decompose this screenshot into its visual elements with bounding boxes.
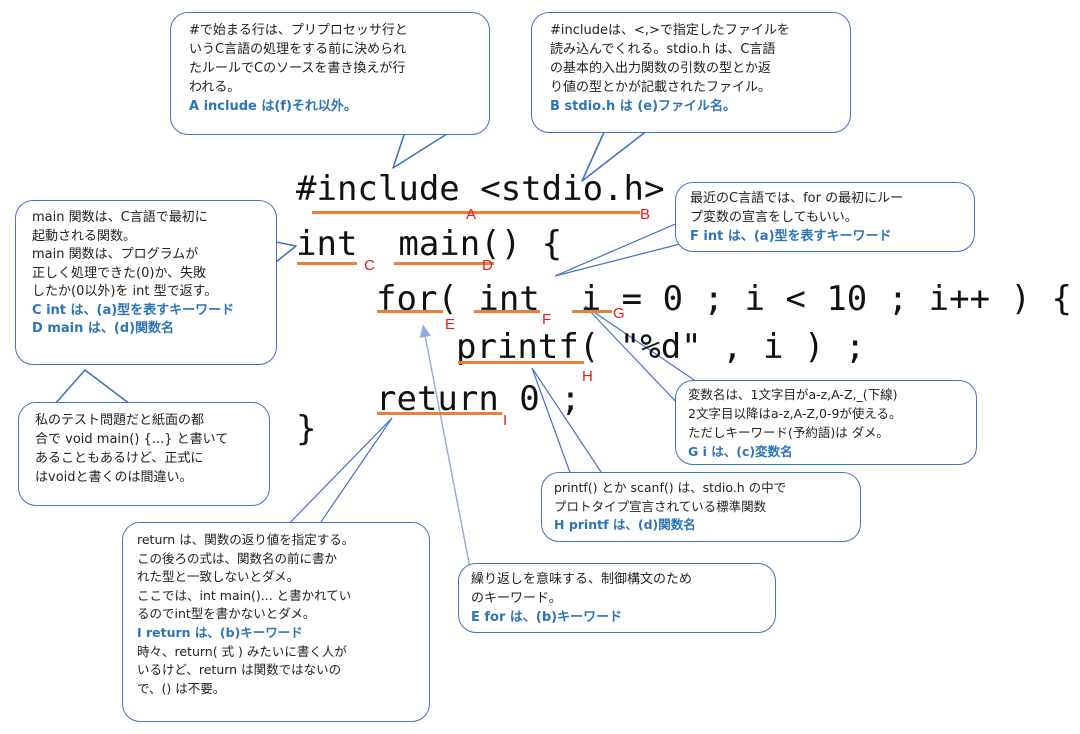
callout-text: で、() は不要。	[137, 680, 226, 696]
callout-text: たルールでCのソースを書き換えが行	[189, 61, 406, 76]
callout-text: #includeは、<,>で指定したファイルを	[550, 23, 790, 38]
underline-for-int	[474, 310, 540, 313]
callout-text: 2文字目以降はa-z,A-Z,0-9が使える。	[688, 406, 902, 421]
tail-main	[275, 241, 297, 263]
callout-text: したか(0以外)を int 型で返す。	[32, 284, 218, 299]
callout-return: return は、関数の返り値を指定する。 この後ろの式は、関数名の前に書か れ…	[122, 522, 430, 722]
underline-return	[377, 412, 502, 415]
callout-text: 変数名は、1文字目がa-z,A-Z,_(下線)	[688, 387, 898, 402]
pointer-for-int-2	[554, 243, 681, 277]
tail-include	[581, 129, 649, 182]
callout-answer: H printf は、(d)関数名	[554, 517, 696, 532]
tail-preprocessor	[392, 131, 451, 169]
callout-answer: D main は、(d)関数名	[32, 321, 175, 336]
label-c: C	[364, 257, 375, 274]
callout-answer: A include は(f)それ以外。	[189, 99, 357, 114]
callout-text: あることもあるけど、正式に	[35, 451, 204, 466]
callout-variable: 変数名は、1文字目がa-z,A-Z,_(下線) 2文字目以降はa-z,A-Z,0…	[675, 380, 977, 465]
callout-text: 時々、return( 式 ) みたいに書く人が	[137, 643, 347, 659]
callout-answer: C int は、(a)型を表すキーワード	[32, 302, 235, 318]
callout-text: ただしキーワード(予約語)は ダメ。	[688, 425, 889, 440]
callout-text: 私のテスト問題だと紙面の都	[35, 413, 205, 428]
label-i: I	[503, 412, 508, 429]
callout-text: いるけど、return は関数ではないの	[137, 662, 342, 678]
pointer-return-2	[309, 417, 393, 539]
callout-text: るのでint型を書かないとダメ。	[137, 606, 316, 622]
arrow-for-keyword	[419, 324, 471, 569]
callout-answer: I return は、(b)キーワード	[137, 624, 303, 640]
callout-text: return は、関数の返り値を指定する。	[137, 532, 355, 547]
pointer-printf-2	[531, 367, 573, 479]
callout-text: われる。	[189, 80, 241, 95]
code-line-return: return 0 ;	[376, 379, 581, 419]
callout-preprocessor: #で始まる行は、プリプロセッサ行と いうC言語の処理をする前に決められ たルール…	[170, 12, 490, 135]
label-a: A	[466, 206, 477, 223]
code-line-close: }	[296, 409, 317, 449]
callout-answer: F int は、(a)型を表すキーワード	[690, 229, 892, 244]
callout-text: 最近のC言語では、for の最初にルー	[690, 191, 904, 206]
callout-printf: printf() とか scanf() は、stdio.h の中で プロトタイプ…	[541, 472, 861, 542]
label-g: G	[613, 305, 625, 322]
underline-printf	[458, 361, 584, 364]
callout-text: いうC言語の処理をする前に決められ	[189, 42, 407, 57]
label-b: B	[640, 206, 651, 223]
pointer-for-int	[554, 221, 681, 277]
callout-answer: B stdio.h は (e)ファイル名。	[550, 99, 737, 114]
underline-for	[377, 310, 443, 313]
callout-text: り値の型とかが記載されたファイル。	[550, 80, 772, 95]
callout-text: ここでは、int main()... と書かれてい	[137, 587, 352, 603]
code-line-main: int main() {	[296, 224, 563, 264]
callout-text: れた型と一致しないとダメ。	[137, 569, 300, 585]
callout-text: のキーワード。	[471, 591, 562, 606]
callout-text: プ変数の宣言をしてもいい。	[690, 210, 858, 225]
callout-text: はvoidと書くのは間違い。	[35, 470, 193, 485]
callout-text: #で始まる行は、プリプロセッサ行と	[189, 23, 408, 38]
tail-void	[54, 369, 131, 405]
underline-main	[394, 262, 494, 265]
pointer-variable	[584, 305, 701, 385]
callout-text: main 関数は、C言語で最初に	[32, 210, 208, 225]
callout-text: 起動される関数。	[32, 228, 137, 244]
underline-stdio	[476, 211, 640, 214]
callout-text: の基本的入出力関数の引数の型とか返	[550, 61, 772, 76]
callout-main: main 関数は、C言語で最初に 起動される関数。 main 関数は、プログラム…	[15, 200, 277, 365]
callout-for-int: 最近のC言語では、for の最初にルー プ変数の宣言をしてもいい。 F int …	[675, 182, 975, 252]
label-e: E	[445, 316, 456, 333]
pointer-printf	[531, 367, 606, 479]
label-f: F	[542, 311, 552, 328]
code-line-include: #include <stdio.h>	[296, 169, 665, 209]
callout-text: printf() とか scanf() は、stdio.h の中で	[554, 480, 787, 495]
callout-text: この後ろの式は、関数名の前に書か	[137, 550, 338, 566]
underline-i	[572, 310, 612, 313]
callout-text: 読み込んでくれる。stdio.h は、C言語	[550, 42, 776, 57]
pointer-return	[274, 417, 393, 539]
code-line-printf: printf( "%d" , i ) ;	[456, 327, 866, 367]
underline-int	[297, 262, 357, 265]
underline-include	[312, 211, 476, 214]
callout-include: #includeは、<,>で指定したファイルを 読み込んでくれる。stdio.h…	[531, 12, 851, 133]
label-d: D	[482, 257, 493, 274]
callout-text: 繰り返しを意味する、制御構文のため	[471, 572, 693, 587]
pointer-variable-2	[584, 305, 681, 407]
callout-text: main 関数は、プログラムが	[32, 247, 199, 262]
callout-for-keyword: 繰り返しを意味する、制御構文のため のキーワード。 E for は、(b)キーワ…	[458, 563, 776, 633]
callout-text: プロトタイプ宣言されている標準関数	[554, 498, 767, 514]
callout-answer: G i は、(c)変数名	[688, 444, 793, 459]
callout-text: 正しく処理できた(0)か、失敗	[32, 265, 207, 281]
callout-answer: E for は、(b)キーワード	[471, 610, 623, 625]
label-h: H	[582, 368, 593, 385]
callout-text: 合で void main() {...} と書いて	[35, 432, 229, 447]
callout-void: 私のテスト問題だと紙面の都 合で void main() {...} と書いて …	[18, 402, 270, 506]
